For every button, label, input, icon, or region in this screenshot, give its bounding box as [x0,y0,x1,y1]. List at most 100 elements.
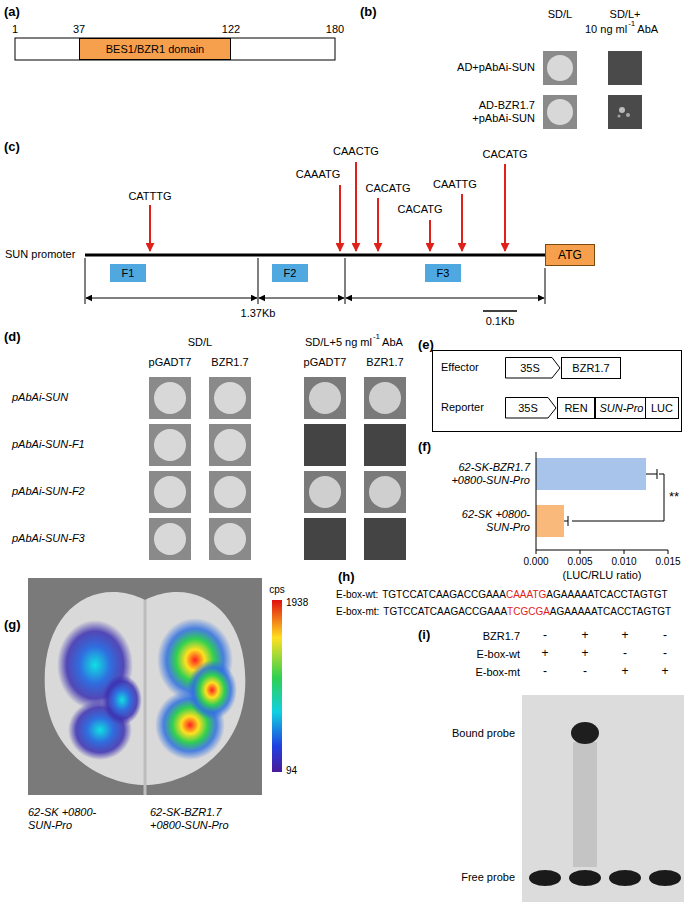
promoter-arrow: 35S [505,357,561,379]
label-text: 1 [12,23,18,36]
label-text: 62-SK +0800-SUN-Pro [28,806,123,832]
label-text: - [663,629,667,642]
label-text: SD/L+ [610,8,641,21]
label-text: AD-BZR1.7 +pAbAi-SUN [445,99,535,125]
fragment-box: F1 [110,264,146,282]
label-text: E-box-wt: [336,588,378,601]
label-text: TGTCCATCAAGACCGAAA [383,605,507,618]
construct-box: SUN-Pro [595,397,648,419]
label-text: 10 ng ml [585,23,627,36]
label-text: AbA [637,23,658,36]
label-text: (h) [338,570,355,583]
label-text: SUN promoter [5,248,75,261]
label-text: AD+pAbAi-SUN [457,61,535,74]
promoter-arrow-outline [506,398,557,419]
label-text: 37 [73,23,85,36]
label-text: 62-SK-BZR1.7 +0800-SUN-Pro [438,461,530,487]
fragment-box: F2 [272,264,308,282]
fragment-box: F3 [425,264,461,282]
node-text: 35S [518,402,538,415]
label-text: Bound probe [452,727,515,740]
label-text: 180 [326,23,344,36]
label-text: BZR1.7 [211,356,248,369]
label-text: pAbAi-SUN-F1 [12,438,85,451]
label-text: CAAATG [296,168,340,181]
label-text: TCGCGA [507,605,550,618]
label-text: 1938 [286,596,308,609]
label-text: 0.000 [523,555,548,568]
construct-box: BZR1.7 [561,357,621,379]
label-text: + [621,629,628,642]
label-text: 0.1Kb [486,315,515,328]
label-text: + [581,647,588,660]
label-text: 94 [286,764,297,777]
label-text: E-box-mt [475,666,520,679]
label-text: + [541,647,548,660]
label-text: CACATG [482,148,527,161]
construct-box: LUC [645,397,679,419]
label-text: (d) [4,330,21,343]
node-text: F2 [284,267,297,280]
node-text: SUN-Pro [599,402,643,415]
label-text: (b) [360,5,377,18]
node-text: Effector [441,361,479,374]
label-text: (g) [4,618,21,631]
label-text: - [543,629,547,642]
label-text: BZR1.7 [366,356,403,369]
promoter-arrow: 35S [505,397,557,419]
label-text: -1 [373,332,380,341]
label-text: TGTCCATCAAGACCGAAA [382,588,506,601]
label-text: (c) [4,140,20,153]
promoter-arrow-outline [506,358,561,379]
label-text: 122 [222,23,240,36]
label-text: CAAATG [506,588,546,601]
domain-box: BES1/BZR1 domain [79,38,231,60]
label-text: AGAAAAATCACCTAGTGT [546,588,667,601]
node-text: REN [564,402,587,415]
label-text: BZR1.7 [483,630,520,643]
label-text: (i) [418,628,430,641]
node-text: Reporter [441,401,484,414]
label-text: 1.37Kb [241,307,276,320]
label-text: CAATTG [433,178,477,191]
start-codon-box: ATG [545,244,595,266]
label-text: SD/L [188,336,212,349]
label-text: - [543,665,547,678]
label-text: CACATG [365,182,410,195]
label-text: AGAAAAATCACCTAGTGT [550,605,671,618]
label-text: + [661,665,668,678]
label-text: pAbAi-SUN [12,391,68,404]
node-text: 35S [520,362,540,375]
label-text: (LUC/RLU ratio) [563,569,642,582]
node-text: BES1/BZR1 domain [106,43,204,56]
label-text: E-box-mt: [336,605,379,618]
node-text: BZR1.7 [572,362,609,375]
label-text: - [623,647,627,660]
node-text: F1 [122,267,135,280]
label-text: CACATG [397,203,442,216]
label-text: CAACTG [333,145,379,158]
label-text: + [621,665,628,678]
label-text: - [583,665,587,678]
label-text: 0.015 [655,555,680,568]
label-text: pAbAi-SUN-F2 [12,485,85,498]
label-text: (f) [418,440,431,453]
label-text: pGADT7 [304,356,347,369]
label-text: Free probe [461,871,515,884]
label-text: 0.005 [567,555,592,568]
label-text: pGADT7 [149,356,192,369]
node-text: F3 [437,267,450,280]
label-text: CATTTG [128,190,171,203]
label-text: (a) [4,5,20,18]
label-text: 62-SK +0800-SUN-Pro [438,508,530,534]
label-text: E-box-wt [477,648,520,661]
label-text: -1 [628,19,635,28]
label-text: ** [669,490,679,503]
label-text: cps [269,583,285,596]
label-text: - [663,647,667,660]
label-text: 0.010 [611,555,636,568]
construct-box: REN [557,397,595,419]
label-text: pAbAi-SUN-F3 [12,532,85,545]
label-text: AbA [382,336,403,349]
